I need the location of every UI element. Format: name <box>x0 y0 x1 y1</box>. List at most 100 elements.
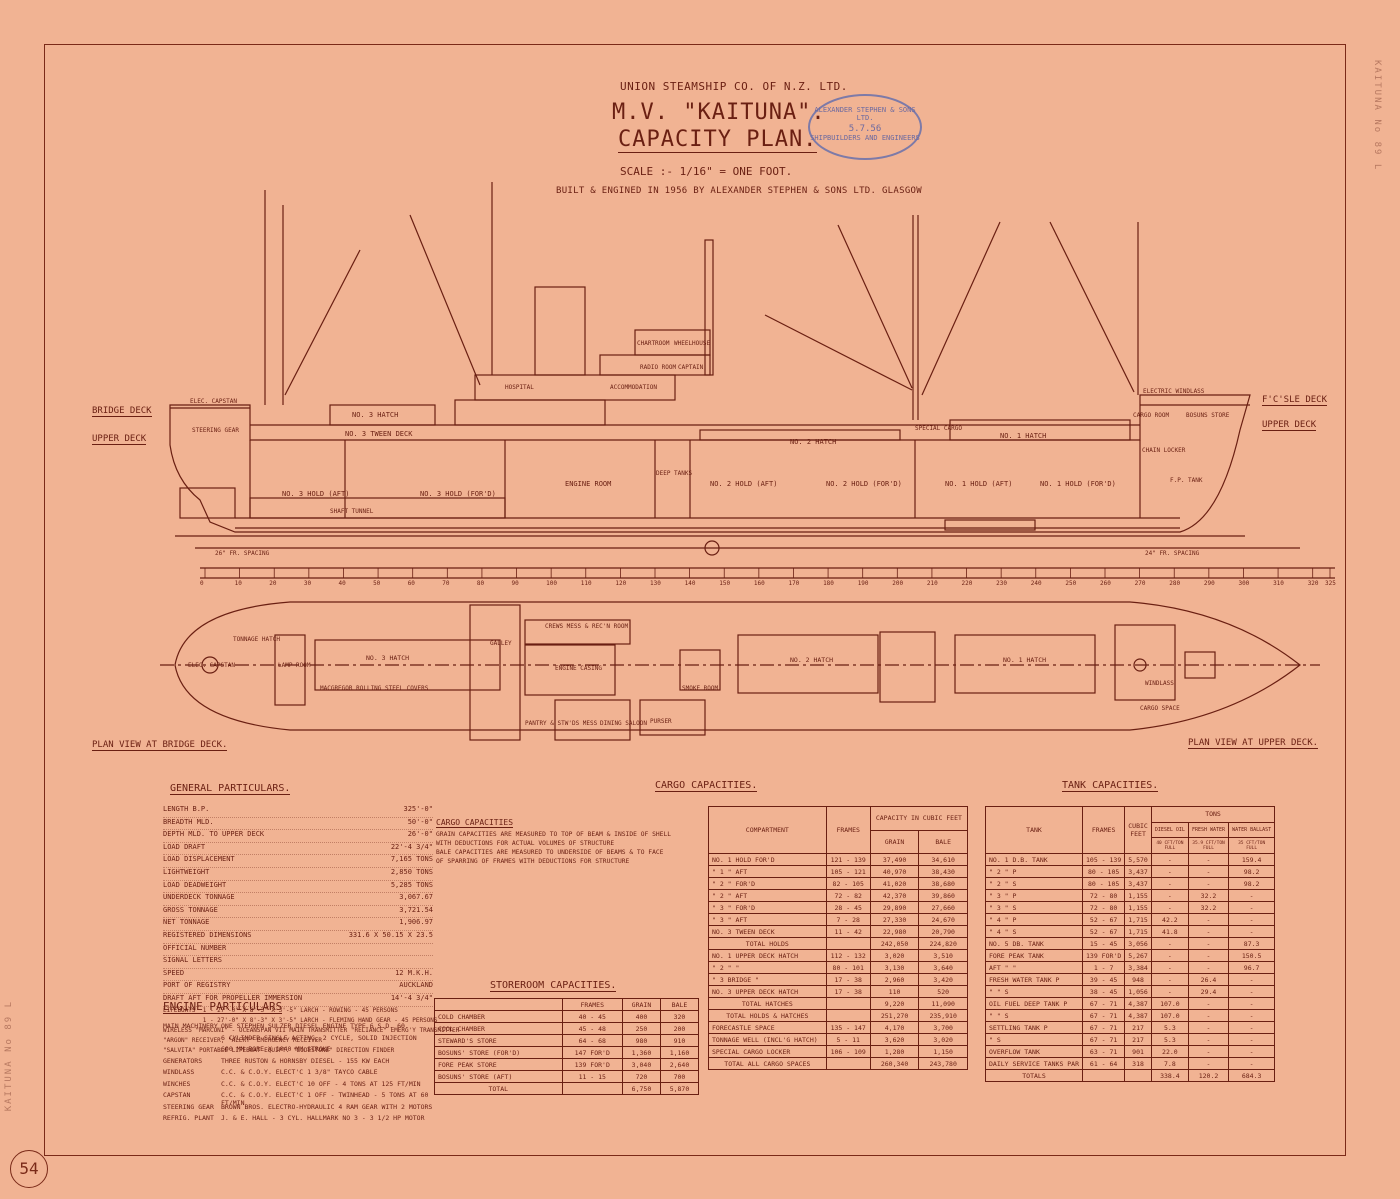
column-header: CUBIC FEET <box>1124 806 1152 854</box>
cell-value: 1,056 <box>1124 985 1152 998</box>
plan-lamp-room: LAMP ROOM <box>278 662 311 669</box>
particular-name: DEPTH MLD. TO UPPER DECK <box>163 830 265 839</box>
engine-item-name <box>163 1034 221 1046</box>
cell-value: 3,130 <box>869 961 920 974</box>
cell-value: 235,910 <box>918 1009 968 1022</box>
cell-value: 52 - 67 <box>1082 913 1126 926</box>
column-subheader: 35.9 cft/ton FULL <box>1187 837 1230 854</box>
plan-no3-hatch: No. 3 HATCH <box>366 654 410 662</box>
particular-name: LOAD DRAFT <box>163 842 206 851</box>
row-label: " " S <box>984 1009 1084 1022</box>
cell-value: 72 - 82 <box>825 889 871 902</box>
cell-value: - <box>1150 985 1189 998</box>
scale-tick-label: 50 <box>373 580 381 587</box>
engine-item-name: GENERATORS <box>163 1056 203 1065</box>
plan-pantry: PANTRY & STW'DS MESS <box>525 720 598 727</box>
column-header: WATER BALLAST <box>1228 821 1276 839</box>
cell-value <box>561 1082 623 1095</box>
scale-tick-label: 80 <box>476 580 485 587</box>
cell-value: 217 <box>1124 1033 1152 1046</box>
scale-tick-label: 240 <box>1030 580 1042 587</box>
cell-value: 9,220 <box>869 997 920 1010</box>
row-label: " 4 " S <box>984 925 1084 938</box>
label-accommodation: ACCOMMODATION <box>610 384 657 391</box>
row-label: FORE PEAK TANK <box>984 949 1084 962</box>
row-label: SETTLING TANK P <box>984 1021 1084 1034</box>
scale-tick-label: 270 <box>1134 580 1146 587</box>
engine-item-value: 600 MM BORE x 1040 MM STROKE <box>221 1045 331 1053</box>
particular-value: 5,285 TONS <box>390 880 433 889</box>
cell-value: 105 - 121 <box>825 865 871 878</box>
label-deep-tanks: DEEP TANKS <box>656 470 693 477</box>
cell-value: 106 - 109 <box>825 1045 871 1058</box>
cell-value: 27,660 <box>918 901 968 914</box>
cell-value: 3,640 <box>918 961 968 974</box>
plan-dining-saloon: DINING SALOON <box>600 720 647 727</box>
cell-value: 45 - 48 <box>561 1022 623 1035</box>
cell-value: - <box>1228 925 1276 938</box>
cell-value: 67 - 71 <box>1082 1021 1126 1034</box>
cell-value: 80 - 101 <box>825 961 871 974</box>
cell-value: 5,870 <box>659 1082 700 1095</box>
cell-value: 720 <box>621 1070 661 1083</box>
cell-value: 3,420 <box>918 973 968 986</box>
row-label: " 1 " AFT <box>708 865 827 878</box>
engine-particulars-title: ENGINE PARTICULARS <box>163 1000 283 1014</box>
engine-item-name: MAIN MACHINERY <box>163 1022 218 1030</box>
cell-value: 139 FOR'D <box>1082 949 1126 962</box>
row-label: FRESH WATER TANK P <box>984 973 1084 986</box>
cell-value: 82 - 105 <box>825 877 871 890</box>
cell-value: 67 - 71 <box>1082 1033 1126 1046</box>
cell-value: 250 <box>621 1022 661 1035</box>
label-no3-hatch: No. 3 HATCH <box>352 411 399 419</box>
row-label: TOTAL HATCHES <box>708 997 827 1010</box>
row-label: COLD CHAMBER <box>434 1010 563 1023</box>
label-no3-hold-aft: No. 3 HOLD (AFT) <box>282 490 350 498</box>
cell-value: 1,280 <box>869 1045 920 1058</box>
cell-value: - <box>1187 865 1230 878</box>
plan-no2-hatch: No. 2 HATCH <box>790 656 834 664</box>
label-fcsle-deck: F'C'SLE DECK <box>1262 395 1328 406</box>
row-label: BOSUNS' STORE (FOR'D) <box>434 1046 563 1059</box>
row-label: " " S <box>984 985 1084 998</box>
scale-tick-label: 140 <box>684 580 696 587</box>
ship-profile-drawing <box>169 182 1335 579</box>
cell-value: 3,510 <box>918 949 968 962</box>
cargo-capacity-notes: CARGO CAPACITIES GRAIN CAPACITIES ARE ME… <box>436 818 694 866</box>
label-hospital: HOSPITAL <box>505 384 534 391</box>
sheet-number: 54 <box>10 1150 48 1188</box>
note-line: WITH DEDUCTIONS FOR ACTUAL VOLUMES OF ST… <box>436 840 615 847</box>
label-engine-room: ENGINE ROOM <box>565 480 612 488</box>
engine-row: 6 CYLINDER SINGLE ACTING, 2 CYCLE, SOLID… <box>163 1034 438 1046</box>
particular-value: 26'-0" <box>407 830 433 839</box>
particular-row: SIGNAL LETTERS <box>163 956 433 969</box>
cell-value: - <box>1150 973 1189 986</box>
label-bosuns-store: BOSUNS STORE <box>1186 412 1230 419</box>
scale-tick-label: 20 <box>269 580 277 587</box>
scale-tick-label: 110 <box>580 580 592 587</box>
cell-value: - <box>1150 877 1189 890</box>
cell-value: - <box>1150 889 1189 902</box>
particular-name: GROSS TONNAGE <box>163 905 218 914</box>
cell-value: - <box>1150 961 1189 974</box>
tank-capacities-title: TANK CAPACITIES. <box>1062 780 1159 792</box>
cell-value: 3,020 <box>918 1033 968 1046</box>
note-line: GRAIN CAPACITIES ARE MEASURED TO TOP OF … <box>436 831 672 838</box>
cell-value: - <box>1228 889 1276 902</box>
cell-value: 20,790 <box>918 925 968 938</box>
row-label: No. 3 UPPER DECK HATCH <box>708 985 827 998</box>
cell-value: 15 - 45 <box>1082 937 1126 950</box>
cell-value: 28 - 45 <box>825 901 871 914</box>
